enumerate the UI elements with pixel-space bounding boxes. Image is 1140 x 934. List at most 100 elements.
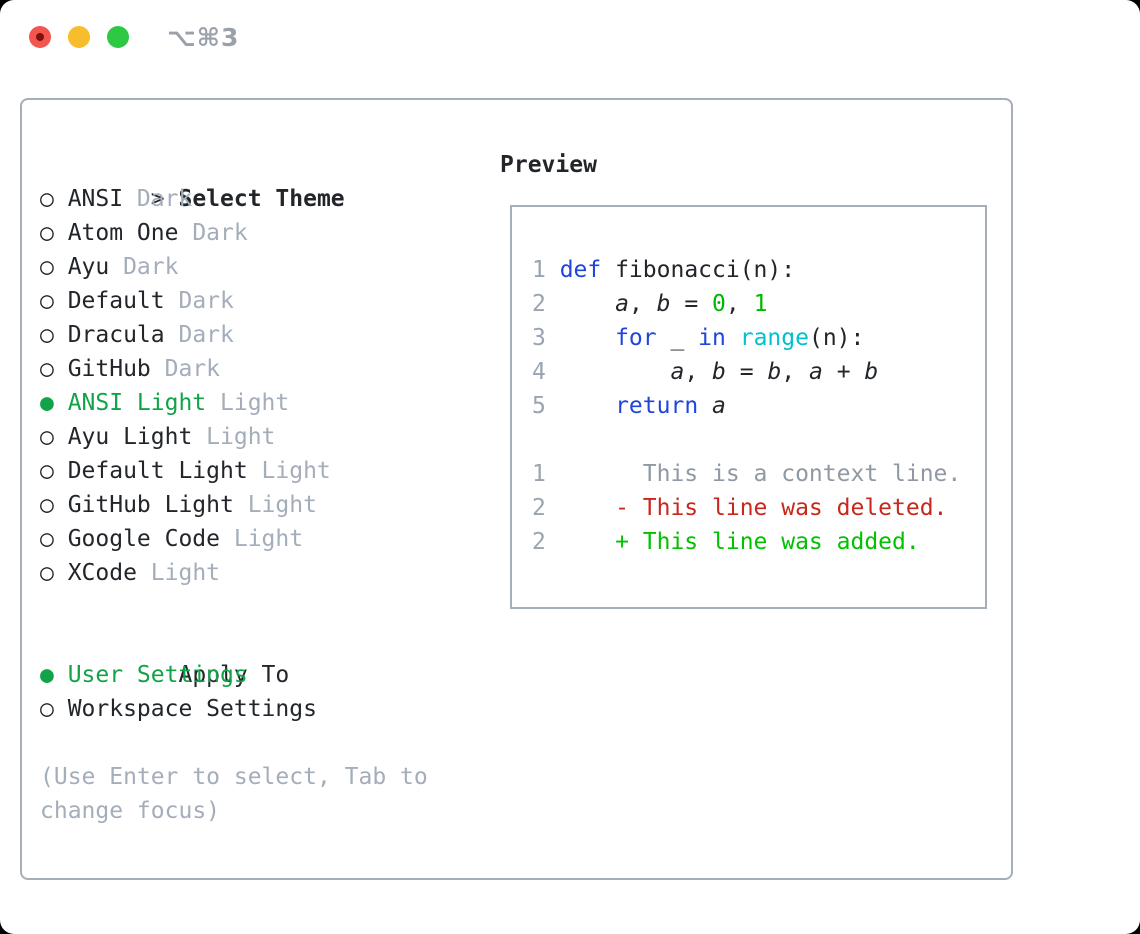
apply-to-list: ●User Settings ○ Workspace Settings xyxy=(40,658,428,726)
code-token: This is a context line. xyxy=(559,461,962,487)
code-token xyxy=(560,393,615,419)
code-line: 3 for _ in range(n): xyxy=(532,321,985,355)
theme-name: Atom One xyxy=(67,220,179,246)
code-token xyxy=(726,325,740,351)
theme-option-atom-one[interactable]: ○ Atom One Dark xyxy=(40,216,428,250)
code-token: b xyxy=(656,291,671,317)
radio-icon: ○ xyxy=(40,186,54,212)
code-token xyxy=(560,291,615,317)
help-text-line-1: (Use Enter to select, Tab to xyxy=(40,764,428,790)
theme-name: GitHub Light xyxy=(67,492,234,518)
apply-to-header: Apply To xyxy=(40,624,428,688)
radio-icon: ○ xyxy=(40,696,54,722)
radio-icon: ○ xyxy=(40,356,54,382)
line-number: 3 xyxy=(532,325,546,351)
theme-variant: Light xyxy=(261,458,331,484)
radio-icon: ○ xyxy=(40,254,54,280)
code-token xyxy=(560,359,671,385)
code-token: range xyxy=(739,325,809,351)
theme-list-title: Select Theme xyxy=(178,186,345,212)
theme-name: Ayu xyxy=(67,254,110,280)
code-line xyxy=(532,423,985,457)
theme-variant: Light xyxy=(247,492,317,518)
line-number: 1 xyxy=(532,257,546,283)
theme-option-ayu[interactable]: ○ Ayu Dark xyxy=(40,250,428,284)
theme-name: Ayu Light xyxy=(67,424,193,450)
apply-to-title: Apply To xyxy=(178,662,290,688)
theme-option-github[interactable]: ○ GitHub Dark xyxy=(40,352,428,386)
code-token: _ xyxy=(656,325,699,351)
code-token: a xyxy=(670,359,685,385)
code-token: (n): xyxy=(808,325,865,351)
help-text-line-2: change focus) xyxy=(40,798,221,824)
code-line: 2 a, b = 0, 1 xyxy=(532,287,985,321)
code-token: def xyxy=(559,257,602,283)
radio-icon: ○ xyxy=(40,560,54,586)
code-token: = xyxy=(725,359,768,385)
theme-name: ANSI xyxy=(67,186,124,212)
line-number: 2 xyxy=(532,495,546,521)
minimize-button-icon[interactable] xyxy=(68,26,90,48)
theme-option-ansi[interactable]: ○ ANSI Dark xyxy=(40,182,428,216)
apply-option-workspace-settings[interactable]: ○ Workspace Settings xyxy=(40,692,428,726)
theme-name: XCode xyxy=(67,560,137,586)
code-token: b xyxy=(712,359,726,385)
preview-title: Preview xyxy=(500,152,597,178)
theme-variant: Dark xyxy=(123,254,179,280)
code-token: b xyxy=(767,359,782,385)
radio-icon: ○ xyxy=(40,220,54,246)
theme-variant: Dark xyxy=(192,220,248,246)
code-token: = xyxy=(670,291,713,317)
theme-variant: Dark xyxy=(164,356,221,382)
theme-list-header: > Select Theme xyxy=(40,148,428,212)
theme-option-github-light[interactable]: ○ GitHub Light Light xyxy=(40,488,428,522)
code-token: a xyxy=(615,291,629,317)
apply-option-name: User Settings xyxy=(67,662,248,688)
code-token: , xyxy=(781,359,809,385)
code-token: + xyxy=(822,359,865,385)
code-line: 2 + This line was added. xyxy=(532,525,985,559)
code-token: 0 xyxy=(712,291,726,317)
theme-name: Google Code xyxy=(67,526,221,552)
code-token xyxy=(698,393,712,419)
zoom-button-icon[interactable] xyxy=(107,26,129,48)
theme-option-xcode[interactable]: ○ XCode Light xyxy=(40,556,428,590)
close-button-icon[interactable] xyxy=(29,26,51,48)
radio-icon: ○ xyxy=(40,492,54,518)
code-token: 1 xyxy=(753,291,768,317)
code-line: 5 return a xyxy=(532,389,985,423)
code-token: , xyxy=(725,291,754,317)
line-number: 5 xyxy=(532,393,546,419)
theme-variant: Light xyxy=(150,560,221,586)
code-token: for xyxy=(615,325,657,351)
focus-caret-icon: > xyxy=(150,186,165,212)
theme-name: Dracula xyxy=(67,322,165,348)
code-token xyxy=(560,325,615,351)
theme-name: ANSI Light xyxy=(67,390,207,416)
code-token: b xyxy=(864,359,879,385)
theme-variant: Dark xyxy=(136,186,193,212)
code-line: 4 a, b = b, a + b xyxy=(532,355,985,389)
spacer xyxy=(40,726,428,760)
apply-option-name: Workspace Settings xyxy=(67,696,317,722)
code-token: a xyxy=(712,393,726,419)
radio-icon: ○ xyxy=(40,526,54,552)
code-token: - This line was deleted. xyxy=(559,495,948,521)
theme-name: GitHub xyxy=(67,356,151,382)
spacer xyxy=(40,590,428,624)
radio-icon: ○ xyxy=(40,322,54,348)
line-number: 2 xyxy=(532,291,546,317)
line-number: 2 xyxy=(532,529,546,555)
theme-variant: Light xyxy=(220,390,290,416)
apply-option-user-settings[interactable]: ●User Settings xyxy=(40,658,428,692)
radio-icon: ○ xyxy=(40,458,54,484)
